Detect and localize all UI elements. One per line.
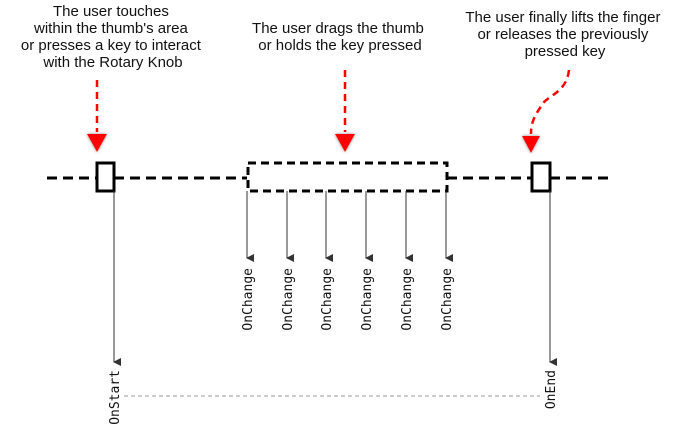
event-label-change: OnChange (360, 268, 375, 331)
drag-region (246, 161, 449, 193)
pointer-arrow-end (522, 69, 571, 153)
event-label-change: OnChange (320, 268, 335, 331)
caption-end: The user finally lifts the finger or rel… (465, 9, 664, 60)
caption-drag: The user drags the thumb or holds the ke… (252, 20, 428, 54)
event-label-end: OnEnd (544, 370, 559, 409)
change-events: OnChange OnChange OnChange OnChange OnChange… (241, 191, 455, 331)
event-label-start: OnStart (108, 370, 123, 425)
event-label-change: OnChange (440, 268, 455, 331)
pointer-arrow-drag (335, 70, 355, 152)
event-label-change: OnChange (281, 268, 296, 331)
caption-start: The user touches within the thumb's area… (21, 3, 205, 71)
thumb-end (530, 161, 552, 193)
event-label-change: OnChange (241, 268, 256, 331)
pointer-arrow-start (87, 80, 107, 152)
thumb-start (95, 161, 116, 193)
event-label-change: OnChange (400, 268, 415, 331)
